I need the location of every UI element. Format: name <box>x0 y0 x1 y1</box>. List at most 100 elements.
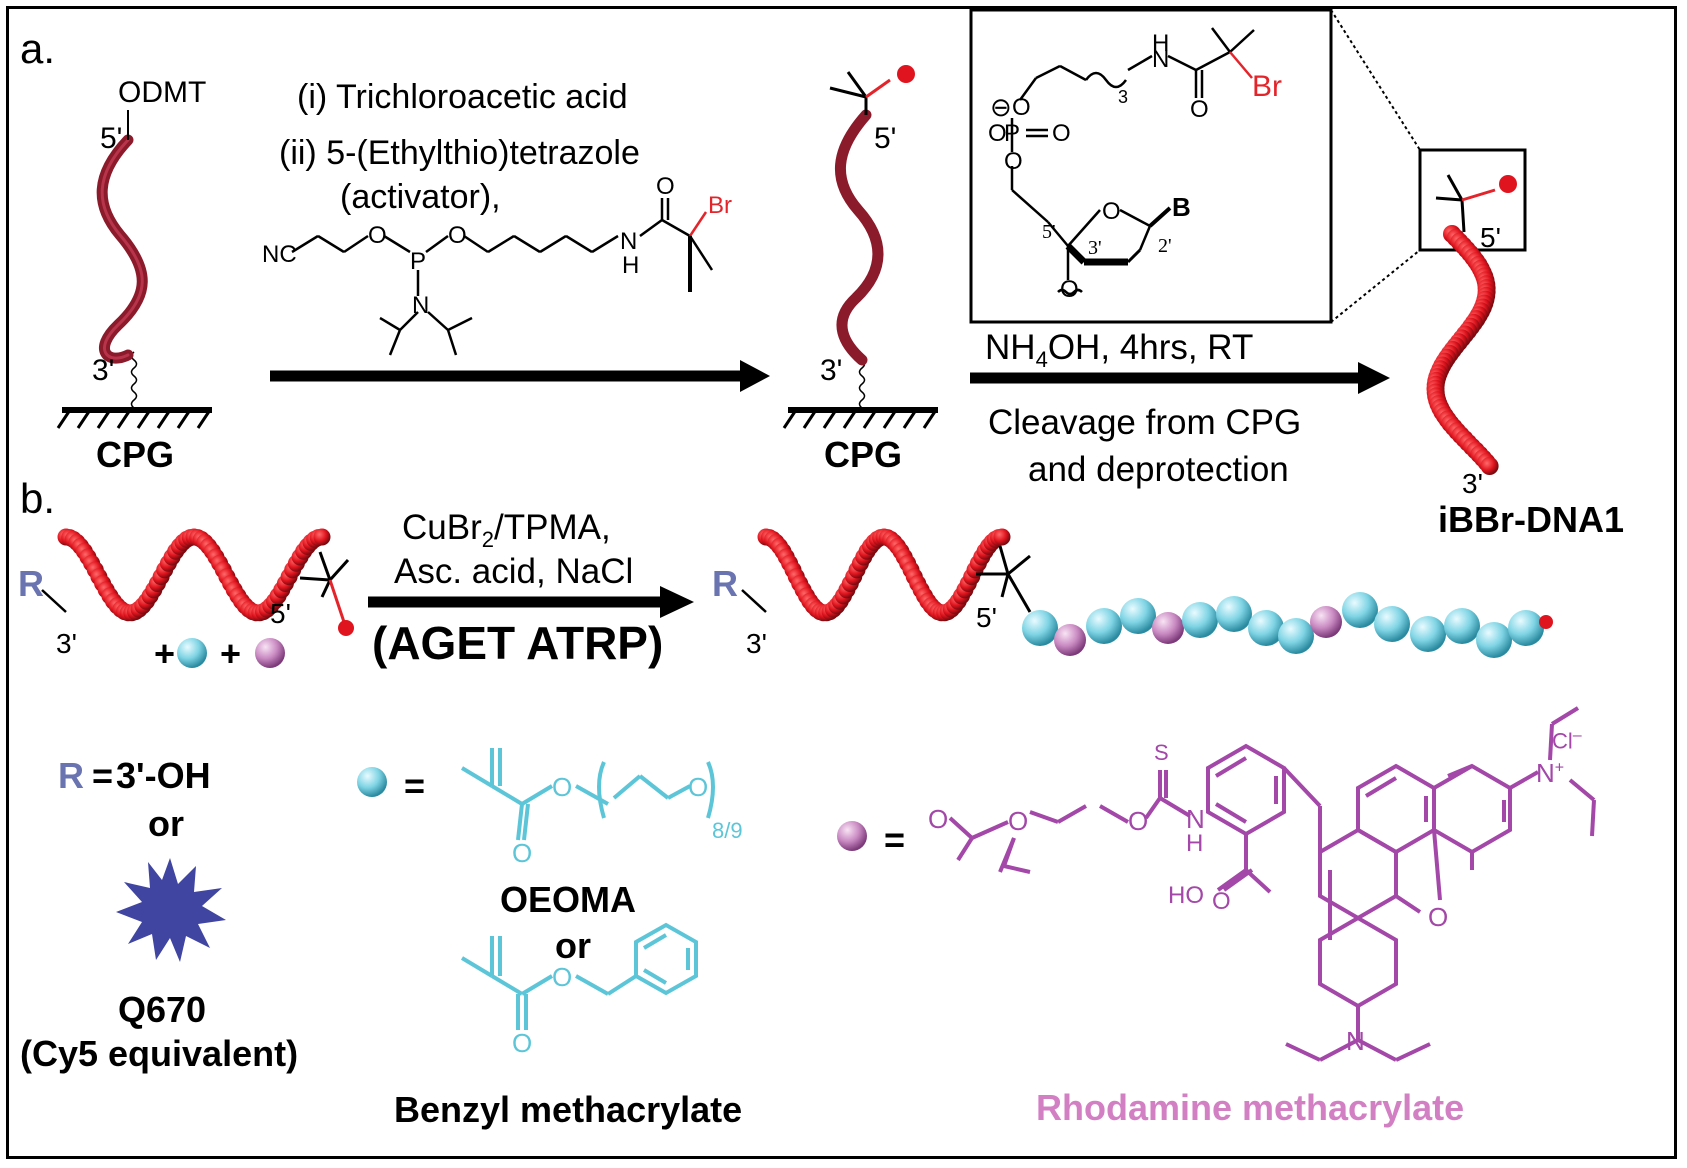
inset-o-top: O <box>1012 94 1031 121</box>
product-five-prime: 5' <box>1480 222 1501 253</box>
rhodamine-eq: = <box>884 819 906 860</box>
inset-minus: ⊖ <box>990 92 1012 122</box>
zoom-line-bottom <box>1330 249 1421 323</box>
panel-a-label: a. <box>20 25 56 72</box>
dye-name: Q670 <box>118 989 207 1030</box>
inset-subscript: 3 <box>1118 87 1129 107</box>
atom-nh: N <box>620 228 638 255</box>
rho-o-ester: O <box>1008 806 1029 836</box>
inset-box <box>969 8 1333 324</box>
rhodamine-bead-reactant <box>255 638 285 668</box>
inset-3prime: 3' <box>1088 237 1102 259</box>
dna-ribbon-intermediate <box>834 109 884 366</box>
atom-n: N <box>412 292 430 319</box>
r-def-eq: = <box>92 755 114 796</box>
rho-h: H <box>1186 830 1204 857</box>
oeoma-bead <box>1476 622 1512 658</box>
zoom-box <box>1418 148 1527 252</box>
plus-1: + <box>154 633 176 674</box>
inset-5prime: 5' <box>1042 221 1056 243</box>
benzyl-label: Benzyl methacrylate <box>394 1089 743 1130</box>
oeoma-bead <box>1342 592 1378 628</box>
product-b-three-prime: 3' <box>746 628 767 659</box>
intermediate-five-prime: 5' <box>874 122 897 155</box>
oeoma-label: OEOMA <box>500 879 637 920</box>
oeoma-bead <box>1444 608 1480 644</box>
inset-o-3prime: O <box>1060 276 1079 303</box>
oeoma-o-carbonyl: O <box>512 838 533 868</box>
rhodamine-label: Rhodamine methacrylate <box>1036 1087 1465 1128</box>
r-def-r: R <box>58 755 84 796</box>
reactant-three-prime: 3' <box>56 628 77 659</box>
q670-star-icon <box>116 858 226 962</box>
monomer-or: or <box>555 925 591 966</box>
atom-br: Br <box>708 192 732 219</box>
oeoma-repeat: 8/9 <box>712 818 743 843</box>
reagent-step-2: (ii) 5-(Ethylthio)tetrazole <box>279 134 640 172</box>
inset-n: N <box>1152 46 1170 73</box>
rho-cl: Cl– <box>1552 727 1582 754</box>
cpg-surface-intermediate <box>782 407 938 429</box>
arrow-cleavage-head <box>1358 362 1390 394</box>
dna-ribbon-start-highlight <box>100 138 144 360</box>
product-r: R <box>712 563 738 604</box>
oeoma-bead <box>1278 618 1314 654</box>
r-def-3oh: 3'-OH <box>116 755 211 796</box>
reactant-r: R <box>18 563 44 604</box>
inset-o-bottom: O <box>1004 148 1023 175</box>
inset-o-left: O <box>988 120 1007 147</box>
rho-nh: N <box>1186 804 1205 834</box>
rho-n-amine: N <box>1346 1026 1365 1056</box>
inset-h: H <box>1152 30 1170 57</box>
reagent-step-1: (i) Trichloroacetic acid <box>297 78 628 116</box>
product-name: iBBr-DNA1 <box>1438 499 1625 540</box>
plus-2: + <box>220 633 242 674</box>
r-def-or: or <box>148 803 184 844</box>
cleavage-line-1: Cleavage from CPG <box>988 403 1302 442</box>
oeoma-o-ester: O <box>552 772 573 802</box>
r-bond-product <box>741 589 767 613</box>
polymer-bead-chain <box>1022 592 1553 658</box>
start-support-label: CPG <box>96 434 175 475</box>
atom-h: H <box>622 252 640 279</box>
atom-nc: NC <box>262 241 297 268</box>
dna-bead <box>313 528 331 546</box>
rhodamine-bead <box>1054 624 1086 656</box>
dna-beads-product-b <box>757 528 1011 622</box>
inset-o-right: O <box>1052 120 1071 147</box>
cleavage-line-2: and deprotection <box>1028 450 1289 489</box>
product-b-five-prime: 5' <box>976 602 997 633</box>
rhodamine-bead-legend <box>837 821 867 851</box>
phosphoramidite-structure <box>291 198 714 356</box>
oeoma-bead <box>1248 610 1284 646</box>
intermediate-support-label: CPG <box>824 434 903 475</box>
atrp-conditions-2: Asc. acid, NaCl <box>394 552 634 591</box>
benzyl-methacrylate-structure <box>460 922 698 1030</box>
inset-2prime: 2' <box>1158 235 1172 257</box>
dna-bead <box>993 528 1011 546</box>
initiator-head-polymer <box>976 545 1032 613</box>
inset-o-amide: O <box>1190 96 1209 123</box>
rho-o-ether: O <box>1128 806 1149 836</box>
inset-p: P <box>1004 120 1021 147</box>
oeoma-bead-legend <box>357 767 387 797</box>
linker-squiggle-intermediate <box>858 359 866 409</box>
rho-s: S <box>1154 740 1169 765</box>
bz-o-ester: O <box>552 962 573 992</box>
panel-b-label: b. <box>20 475 56 522</box>
bromine-dot-product <box>1499 175 1517 193</box>
arrow-coupling-head <box>740 360 770 392</box>
atrp-conditions-1: CuBr2/TPMA, <box>402 508 611 552</box>
rhodamine-bead <box>1310 606 1342 638</box>
rho-o-xanthene: O <box>1428 902 1449 932</box>
initiator-head-reactant <box>299 551 350 623</box>
atom-o-2: O <box>448 222 467 249</box>
bromine-dot-reactant <box>338 620 354 636</box>
bromine-dot-intermediate <box>897 65 915 83</box>
arrow-atrp-head <box>660 586 694 618</box>
atom-o-3: O <box>656 173 675 200</box>
initiator-head-product <box>1435 174 1496 233</box>
oeoma-eq: = <box>404 765 426 806</box>
intermediate-three-prime: 3' <box>820 354 843 387</box>
